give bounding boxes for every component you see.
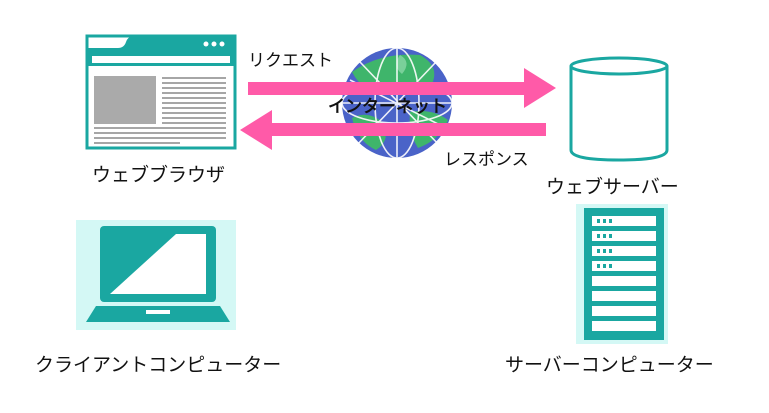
internet-label: インターネット: [328, 97, 447, 117]
request-arrow: [248, 68, 556, 108]
client-computer-label: クライアントコンピューター: [35, 354, 282, 376]
browser-window-icon: [85, 34, 237, 150]
server-rack-icon: [576, 204, 668, 344]
web-server-label: ウェブサーバー: [546, 176, 679, 198]
web-browser-label: ウェブブラウザ: [92, 164, 226, 186]
response-label: レスポンス: [444, 150, 529, 170]
database-cylinder-icon: [569, 56, 669, 162]
laptop-icon: [76, 220, 236, 330]
request-label: リクエスト: [248, 51, 333, 71]
server-computer-label: サーバーコンピューター: [505, 354, 714, 376]
response-arrow: [240, 110, 546, 150]
